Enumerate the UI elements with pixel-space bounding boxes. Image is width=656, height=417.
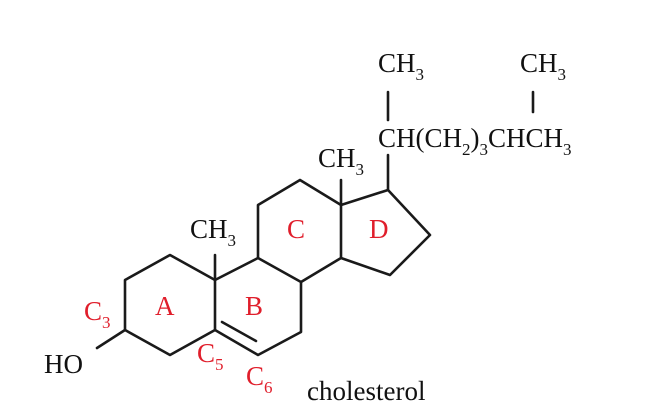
bond-network [95,90,535,357]
compound-name-caption: cholesterol [307,376,425,406]
ring-label-c: C [287,214,305,244]
carbon-label-c6: C6 [246,361,273,397]
ring-label-b: B [245,291,263,321]
ring-d-bonds [339,188,432,277]
ring-label-d: D [369,214,389,244]
hydroxyl-bond [95,328,127,350]
methyl-label-c13: CH3 [318,143,364,179]
side-chain-label: CH(CH2)3CHCH3 [378,123,572,159]
methyl-label-top-left: CH3 [378,48,424,84]
ring-c-bonds [256,178,343,284]
carbon-label-c5: C5 [197,338,224,374]
ring-b-bonds [213,256,303,357]
carbon-label-c3: C3 [84,296,111,332]
methyl-label-top-right: CH3 [520,48,566,84]
methyl-label-c10: CH3 [190,214,236,250]
hydroxyl-label: HO [44,349,83,379]
double-bond-c5-c6 [220,320,258,343]
ring-label-a: A [155,291,175,321]
